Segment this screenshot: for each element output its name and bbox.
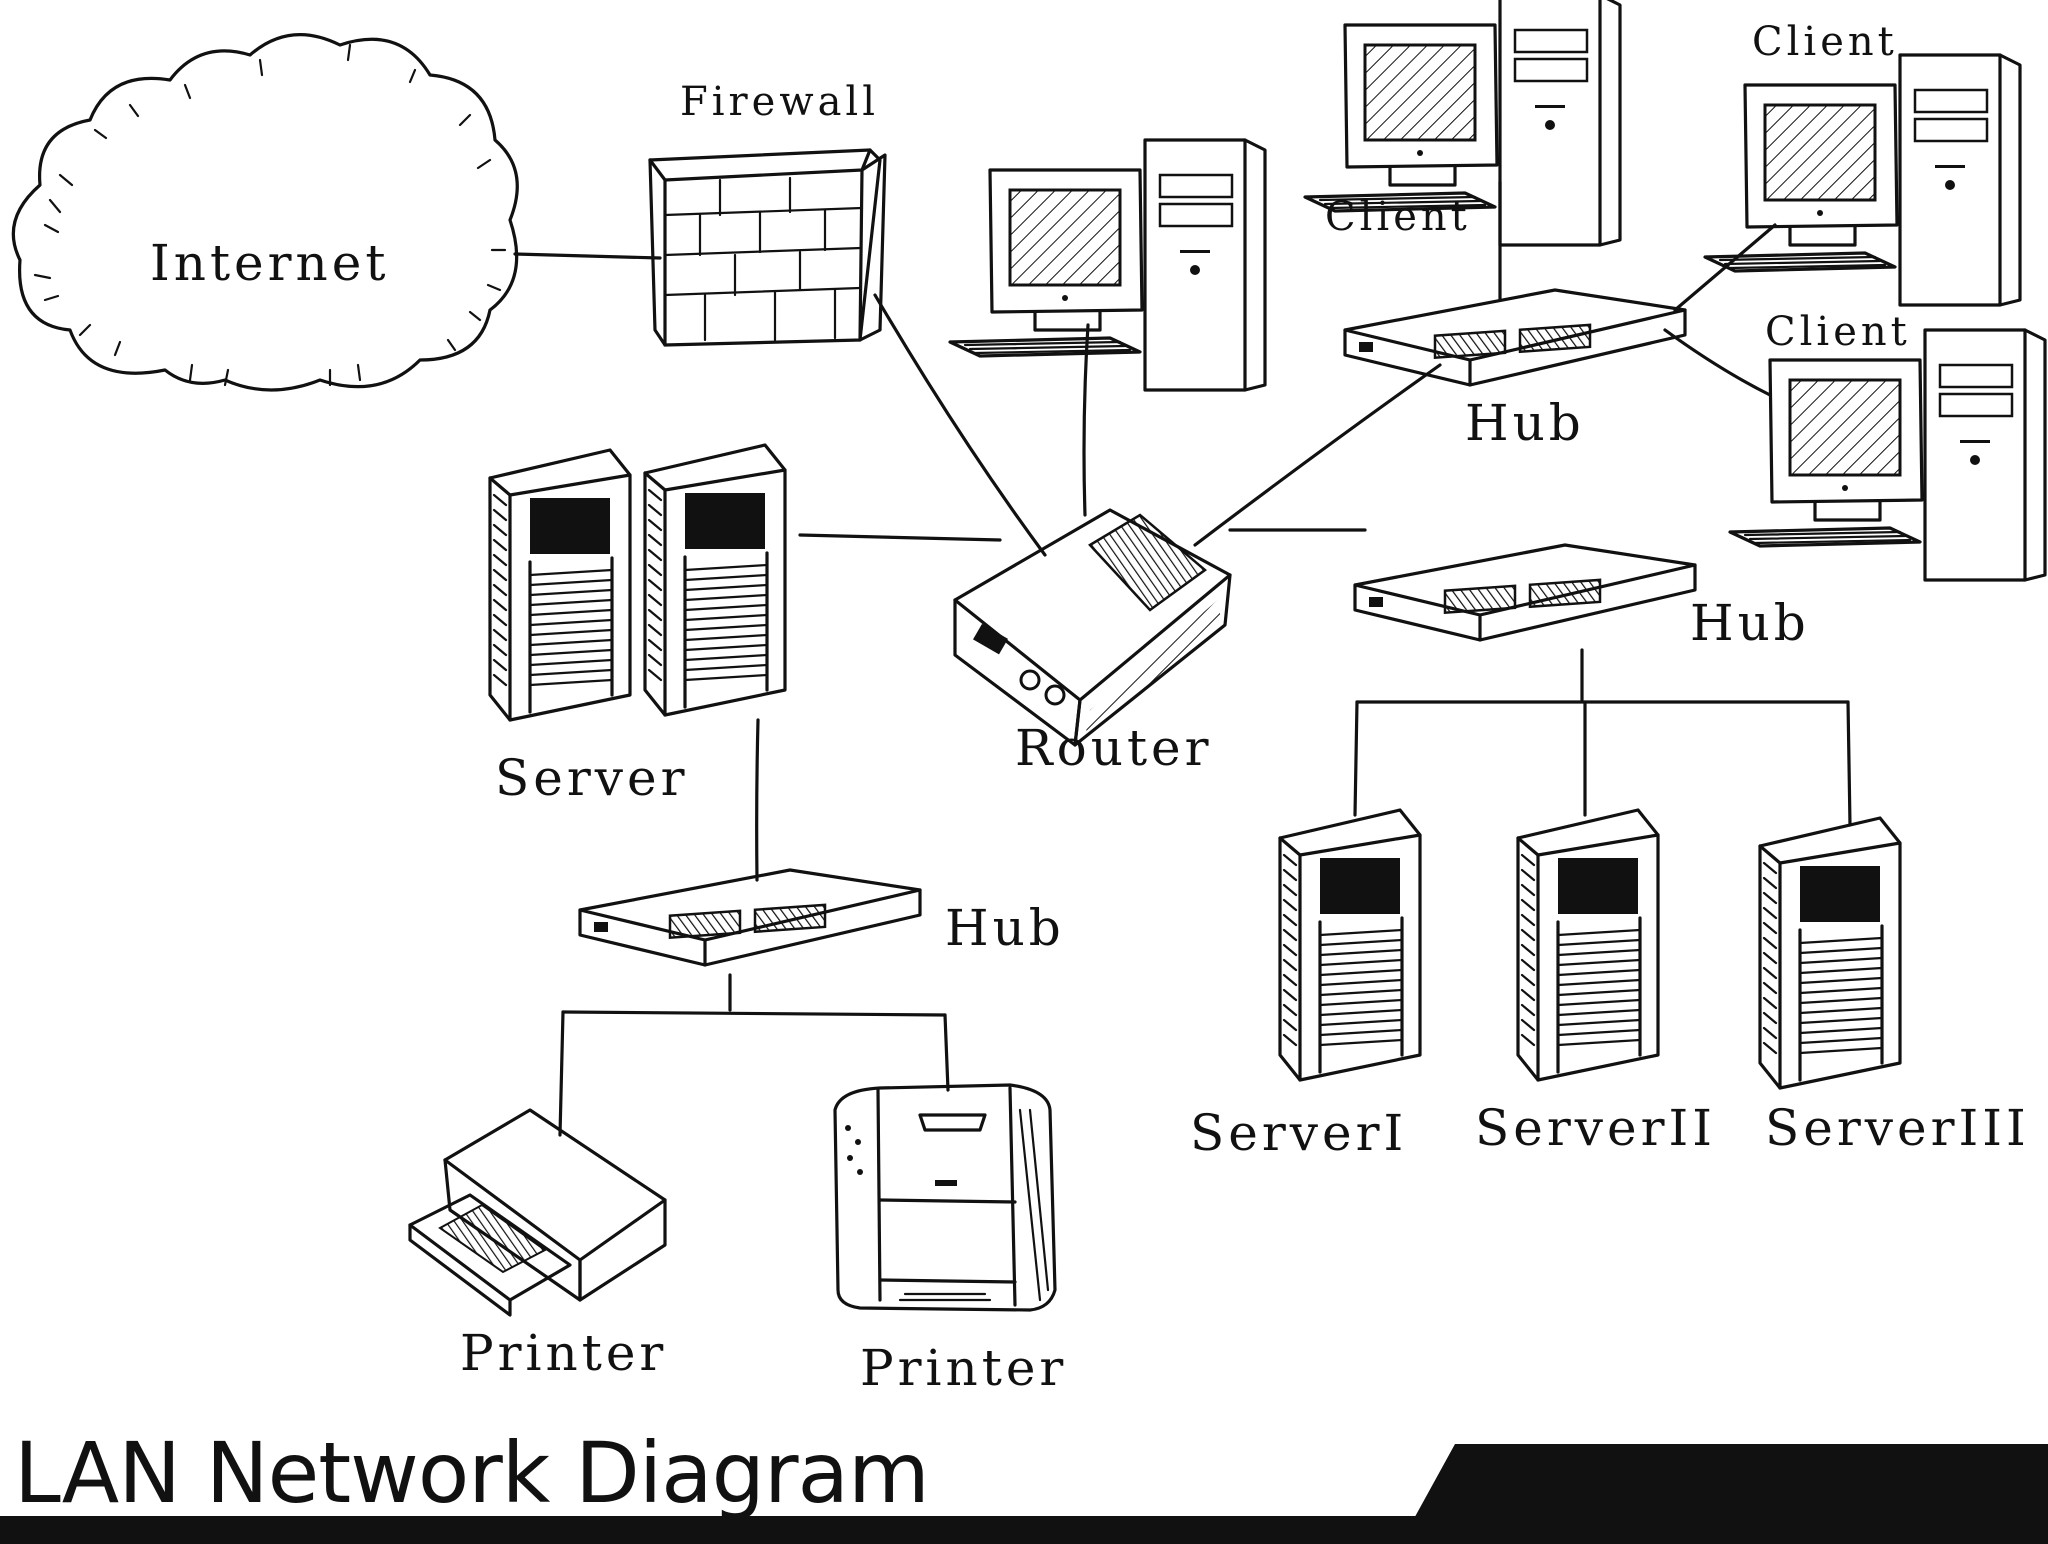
hub-label-top: Hub bbox=[1465, 394, 1585, 452]
server-tower-icon-a bbox=[488, 448, 632, 722]
client-label-3: Client bbox=[1765, 309, 1911, 355]
server-tower-icon-3 bbox=[1758, 816, 1902, 1090]
router-label: Router bbox=[1015, 719, 1213, 777]
printer-label-2: Printer bbox=[860, 1339, 1067, 1397]
hub-label-left: Hub bbox=[945, 899, 1065, 957]
client-label-1: Client bbox=[1325, 194, 1471, 240]
desktop-computer-icon bbox=[948, 138, 1267, 392]
laser-printer-icon bbox=[833, 1083, 1057, 1312]
client-label-2: Client bbox=[1752, 19, 1898, 65]
server-1-label: ServerI bbox=[1190, 1104, 1407, 1162]
hub-icon-mid bbox=[1353, 543, 1697, 642]
router-icon bbox=[953, 508, 1232, 747]
server-label: Server bbox=[495, 749, 688, 807]
firewall-label: Firewall bbox=[680, 79, 879, 125]
inkjet-printer-icon bbox=[408, 1108, 667, 1317]
hub-icon-left bbox=[578, 868, 922, 967]
server-tower-icon-2 bbox=[1516, 808, 1660, 1082]
printer-label-1: Printer bbox=[460, 1324, 667, 1382]
page-title: LAN Network Diagram bbox=[14, 1424, 930, 1522]
firewall-icon bbox=[648, 148, 887, 347]
internet-cloud bbox=[11, 33, 519, 392]
server-3-label: ServerIII bbox=[1765, 1099, 2030, 1157]
server-tower-icon-1 bbox=[1278, 808, 1422, 1082]
client-computer-icon-3 bbox=[1728, 328, 2047, 582]
internet-label: Internet bbox=[150, 234, 389, 292]
footer-bar bbox=[0, 1516, 2048, 1544]
server-2-label: ServerII bbox=[1475, 1099, 1716, 1157]
hub-label-mid: Hub bbox=[1690, 594, 1810, 652]
client-computer-icon-2 bbox=[1703, 53, 2022, 307]
server-tower-icon-b bbox=[643, 443, 787, 717]
hub-icon-top bbox=[1343, 288, 1687, 387]
